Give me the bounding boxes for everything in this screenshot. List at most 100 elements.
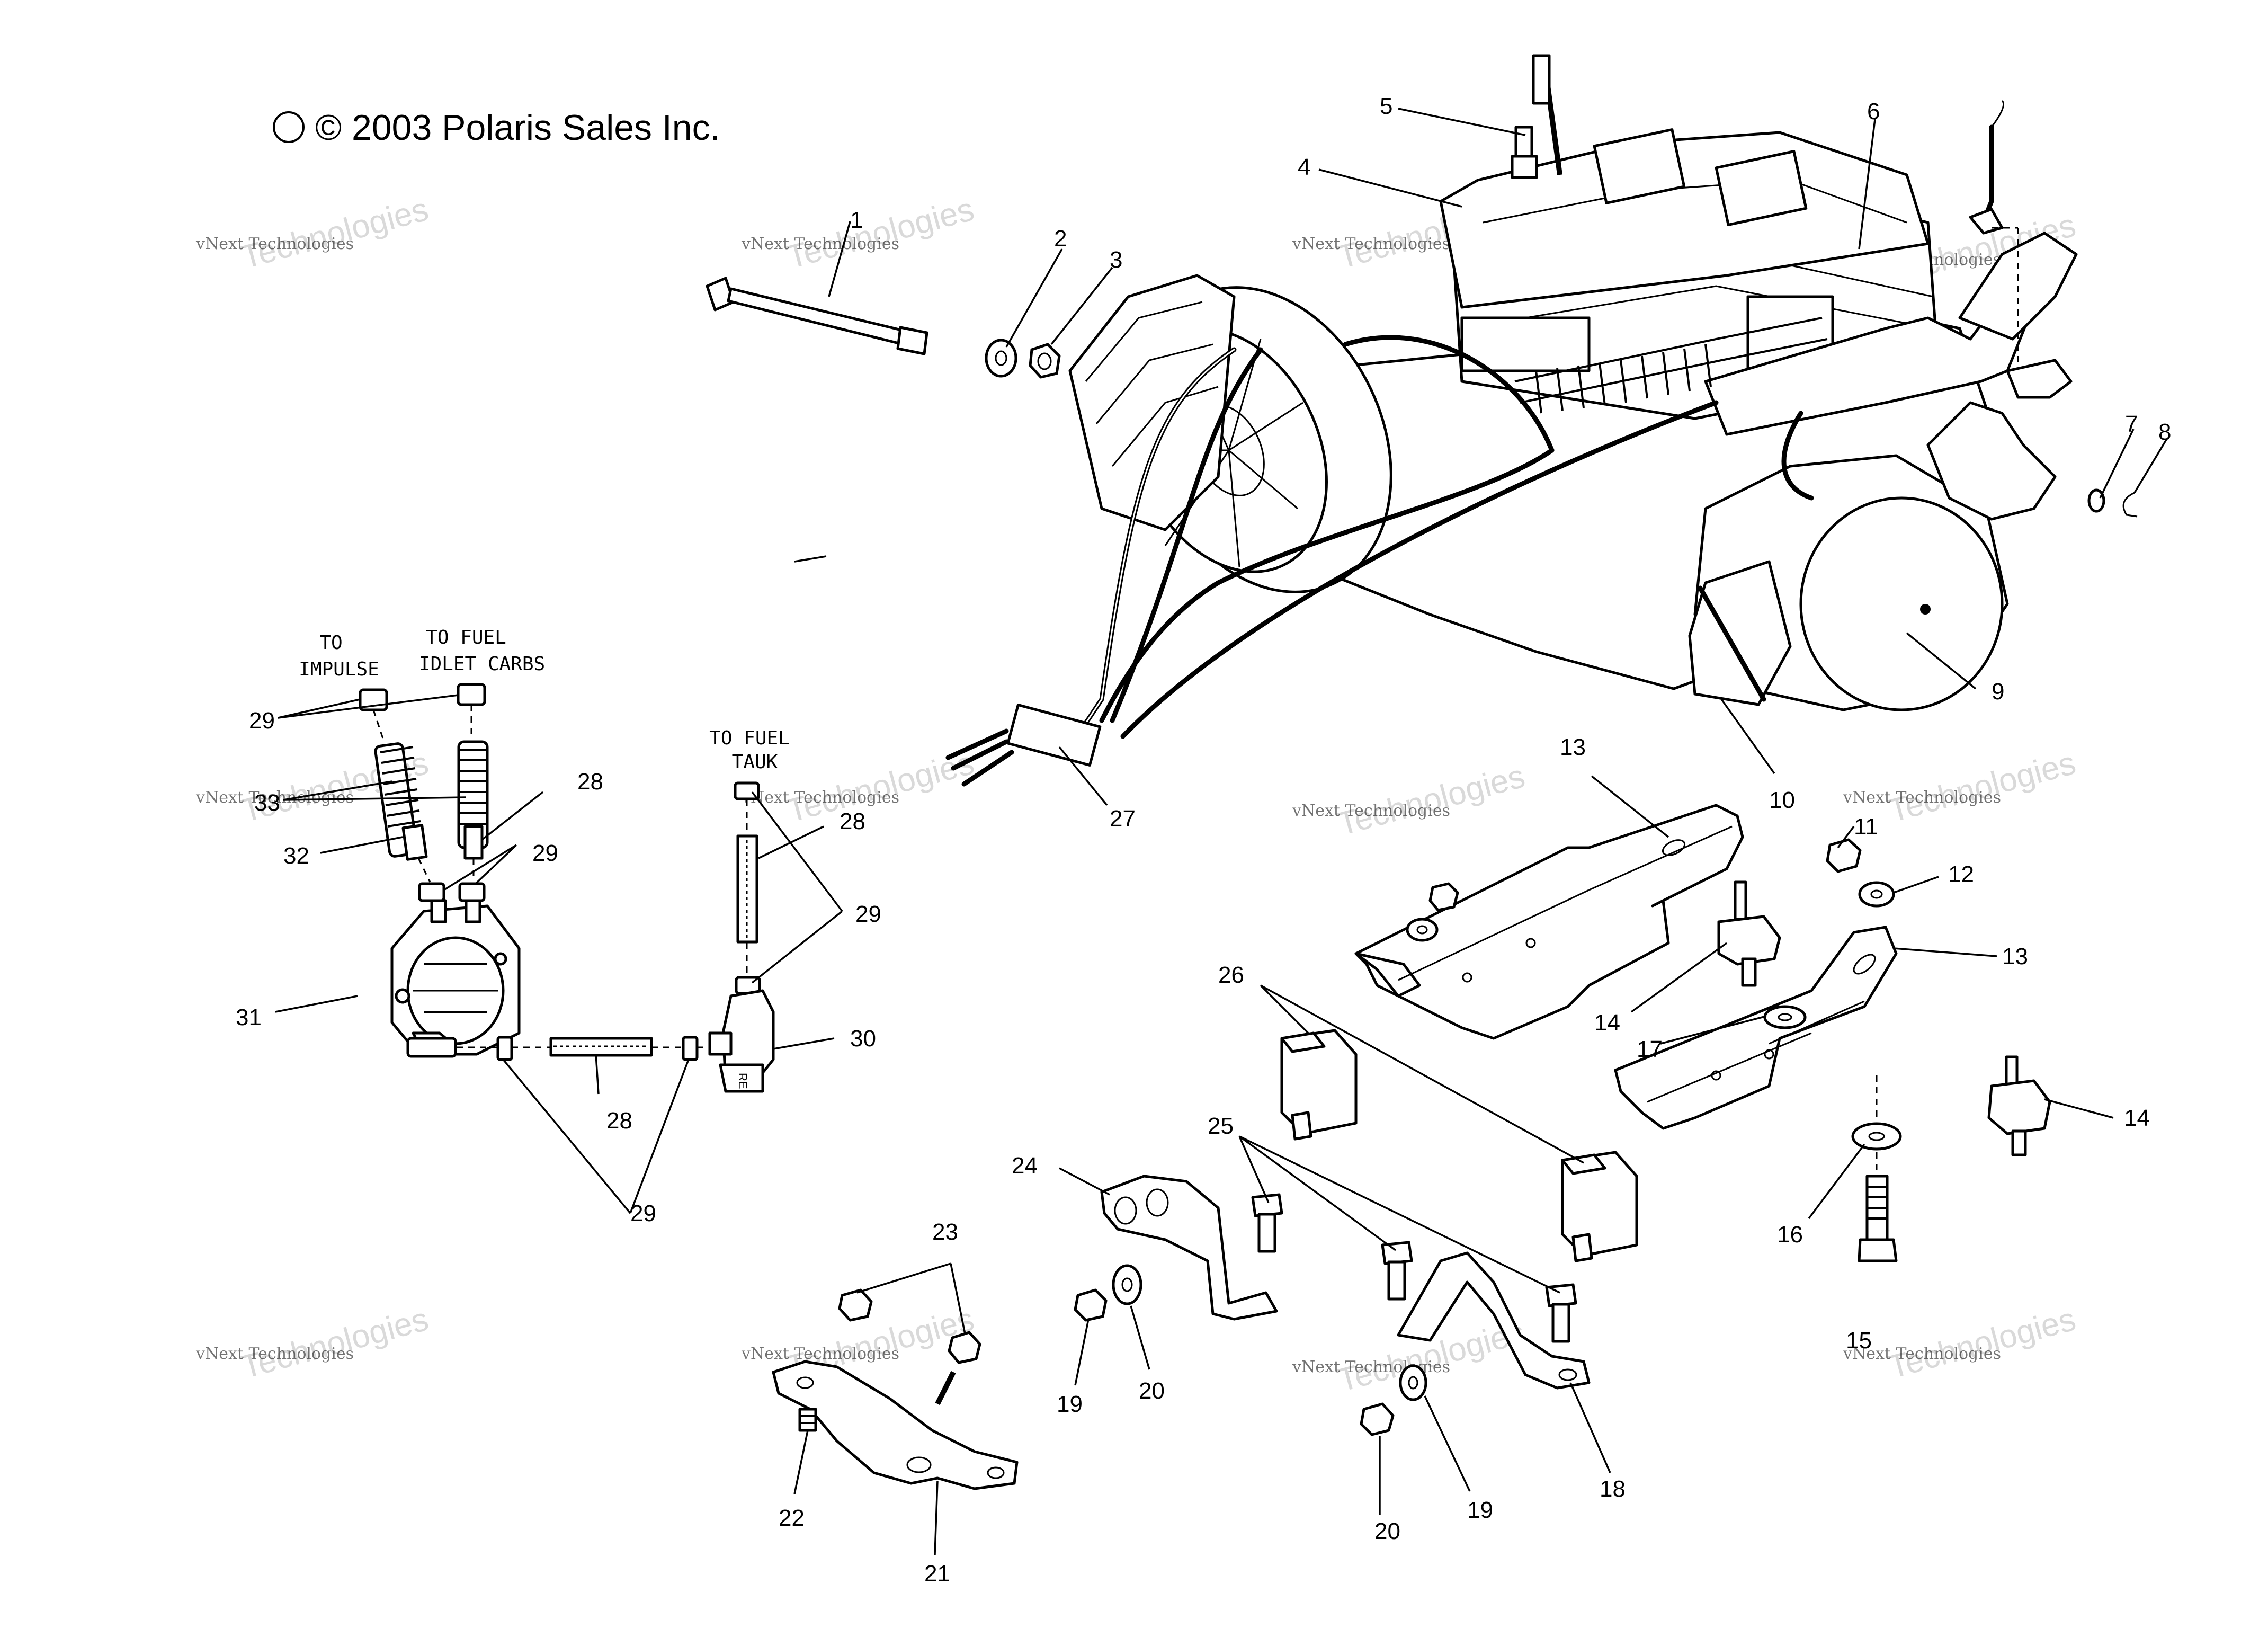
callout-7: 7	[2125, 411, 2138, 437]
callout-33: 33	[254, 790, 280, 816]
callout-17: 17	[1637, 1036, 1663, 1062]
callout-24: 24	[1012, 1153, 1038, 1179]
note-to-impulse-line2: IMPULSE	[299, 659, 379, 680]
engine-side-mount	[1926, 401, 2057, 521]
watermark: Technologies vNext Technologies	[195, 1301, 432, 1385]
callout-13-a: 13	[1560, 734, 1586, 760]
svg-text:vNext Technologies: vNext Technologies	[1292, 802, 1450, 820]
engine-mount-plate-lower	[1614, 926, 1898, 1130]
nut-19-a	[1074, 1288, 1108, 1322]
note-to-fuel-idlet-line1: TO FUEL	[426, 627, 506, 648]
bracket-18	[1397, 1251, 1591, 1390]
svg-text:vNext Technologies: vNext Technologies	[1292, 235, 1450, 253]
callout-13-b: 13	[2002, 944, 2028, 969]
callout-29-c: 29	[855, 901, 881, 927]
engine-mount-plate-upper	[1354, 804, 1744, 1040]
plate-washer	[1406, 918, 1439, 942]
callout-28-a: 28	[577, 769, 603, 795]
callout-4: 4	[1298, 154, 1310, 180]
svg-text:vNext Technologies: vNext Technologies	[195, 235, 354, 253]
svg-text:Technologies: Technologies	[1885, 744, 2079, 829]
washer-12	[1858, 881, 1895, 908]
svg-text:RE: RE	[736, 1073, 749, 1089]
note-to-fuel-tank-line1: TO FUEL	[709, 727, 790, 749]
callout-31: 31	[236, 1004, 262, 1030]
callout-10: 10	[1769, 787, 1795, 813]
hose-route-notes: TO IMPULSE TO FUEL IDLET CARBS TO FUEL T…	[299, 627, 790, 773]
callout-27: 27	[1110, 806, 1136, 832]
callout-20-a: 20	[1139, 1378, 1165, 1404]
washer-20-a	[1112, 1264, 1142, 1305]
note-to-fuel-idlet-line2: IDLET CARBS	[419, 653, 545, 675]
starter-handle	[1688, 560, 1792, 706]
svg-text:vNext Technologies: vNext Technologies	[741, 235, 899, 253]
recoil-housing	[1693, 454, 2009, 711]
nut-23-b	[948, 1331, 981, 1364]
throttle-lever	[2006, 359, 2073, 399]
callout-28-b: 28	[840, 808, 865, 834]
callout-21: 21	[924, 1561, 950, 1587]
head-cover-right	[1715, 150, 1808, 226]
sensor-rod-handle	[1532, 54, 1551, 105]
callout-19-b: 19	[1467, 1497, 1493, 1523]
callout-12: 12	[1948, 861, 1974, 887]
watermark: Technologies vNext Technologies	[1843, 744, 2079, 829]
rubber-block-26-b	[1561, 1151, 1638, 1262]
engine-assembly	[945, 54, 2078, 787]
bracket-21	[772, 1360, 1019, 1490]
callout-1: 1	[850, 207, 863, 233]
leader-lines	[275, 108, 2167, 1555]
svg-text:Technologies: Technologies	[238, 191, 432, 275]
fuel-pump	[390, 899, 521, 1058]
nut-23-a	[838, 1288, 873, 1322]
hose-clamp-29-c	[418, 882, 445, 902]
clip-8	[2122, 492, 2138, 518]
hose-clamp-29-e	[496, 1036, 513, 1061]
callout-16: 16	[1777, 1222, 1803, 1248]
bolt-15	[1858, 1175, 1898, 1262]
fuel-shutoff-valve: RE	[708, 989, 775, 1093]
callout-14-a: 14	[1594, 1010, 1620, 1036]
nut-20-b	[1360, 1402, 1395, 1436]
callout-29-b: 29	[532, 840, 558, 866]
callout-14-b: 14	[2124, 1105, 2150, 1131]
svg-text:vNext Technologies: vNext Technologies	[1292, 1358, 1450, 1376]
washer-16	[1851, 1122, 1902, 1151]
watermark: Technologies vNext Technologies	[1843, 1301, 2079, 1385]
rubber-block-26-a	[1280, 1029, 1358, 1141]
callout-15: 15	[1846, 1328, 1872, 1354]
svg-text:vNext Technologies: vNext Technologies	[195, 1345, 354, 1363]
spark-plug	[1511, 126, 1538, 179]
washer-2	[985, 339, 1017, 378]
callout-6: 6	[1867, 99, 1880, 124]
nut-3	[1029, 343, 1061, 379]
callout-29-d: 29	[630, 1200, 656, 1226]
callout-9: 9	[1992, 679, 2004, 705]
hose-clamp-29-b	[457, 683, 486, 706]
hose-clamp-29-d	[458, 882, 486, 902]
rubber-mount-14-a	[1717, 880, 1781, 987]
washer-7	[2087, 488, 2105, 513]
plate-nut	[1428, 882, 1459, 912]
svg-text:vNext Technologies: vNext Technologies	[741, 788, 899, 807]
rubber-mount-14-b	[1987, 1055, 2051, 1156]
bolt-22	[798, 1408, 817, 1432]
callout-numbers: 1 2 3 4 5 6 7 8 9 10 11 12 13 13 14 14 1…	[236, 93, 2171, 1587]
callout-19-a: 19	[1057, 1391, 1083, 1417]
mounting-bolt	[706, 277, 928, 355]
hose-clamp-29-g	[734, 781, 760, 800]
callout-26: 26	[1218, 962, 1244, 988]
bolt-25-b	[1381, 1241, 1413, 1301]
nut-11	[1826, 838, 1862, 873]
note-to-impulse-line1: TO	[319, 632, 342, 654]
svg-text:Technologies: Technologies	[238, 1301, 432, 1385]
harness-connector	[1006, 704, 1102, 767]
note-to-fuel-tank-line2: TAUK	[732, 751, 778, 773]
callout-11: 11	[1854, 814, 1878, 840]
callout-3: 3	[1110, 247, 1122, 273]
svg-text:vNext Technologies: vNext Technologies	[195, 788, 354, 807]
spring-hose-right	[457, 740, 489, 860]
callout-2: 2	[1054, 226, 1067, 252]
callout-30: 30	[850, 1026, 876, 1052]
svg-text:vNext Technologies: vNext Technologies	[1843, 788, 2001, 807]
